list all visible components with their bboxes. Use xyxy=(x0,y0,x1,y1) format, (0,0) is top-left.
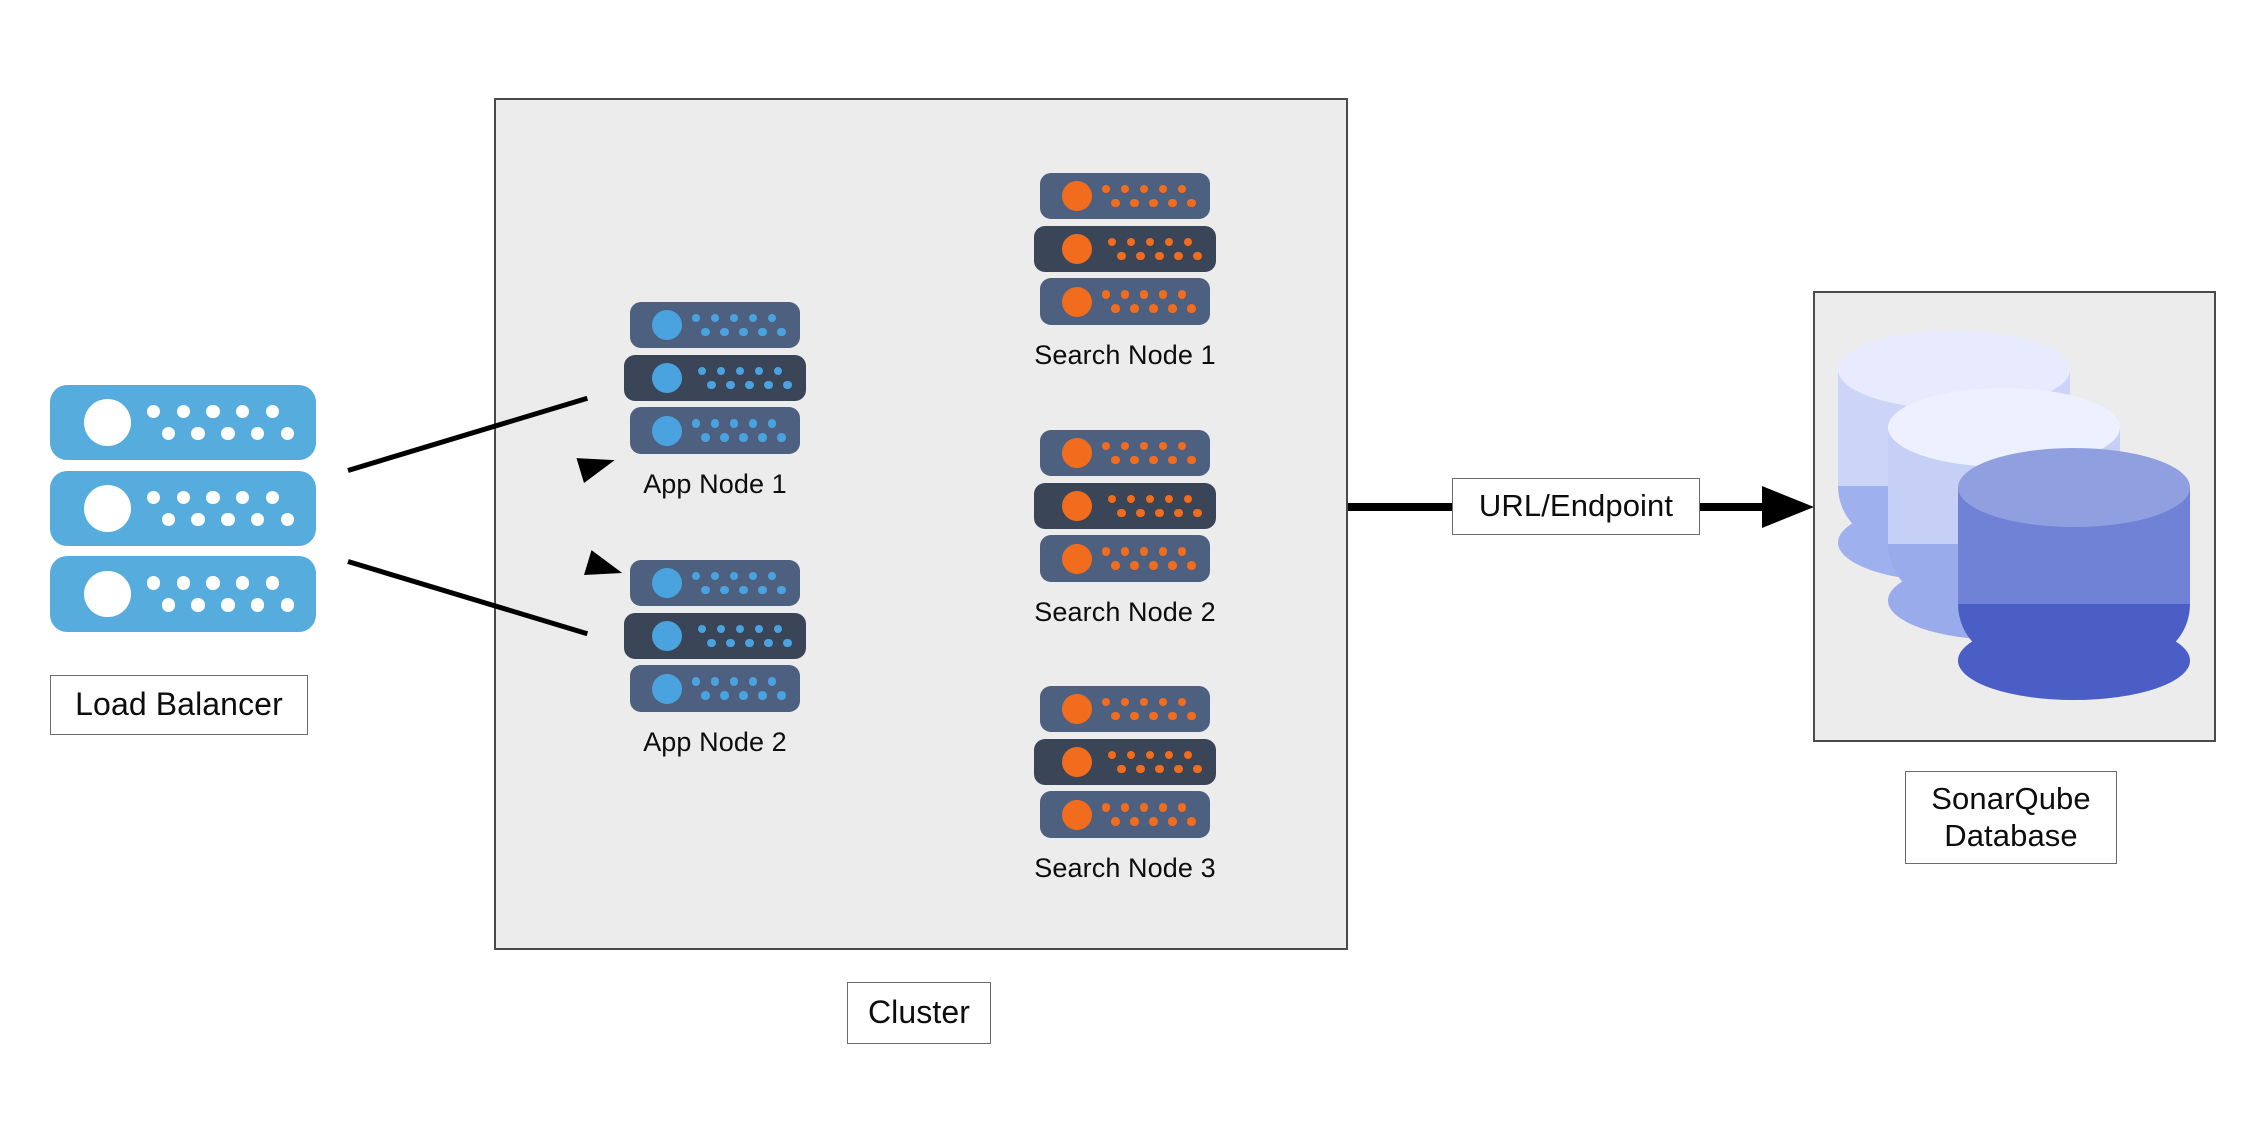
server-slice xyxy=(1040,535,1210,582)
server-slice xyxy=(1034,482,1216,529)
server-slice xyxy=(50,385,316,461)
app-node-2-label: App Node 2 xyxy=(643,727,787,757)
server-status-led-icon xyxy=(1062,438,1092,469)
database-cylinders-icon[interactable] xyxy=(1838,320,2198,720)
server-status-led-icon xyxy=(652,362,682,393)
server-status-led-icon xyxy=(84,570,132,618)
server-slice xyxy=(50,470,316,547)
server-status-led-icon xyxy=(652,673,682,704)
server-slice xyxy=(1040,173,1210,220)
server-status-led-icon xyxy=(1062,543,1092,574)
server-slice xyxy=(630,665,800,712)
search-node-3-label: Search Node 3 xyxy=(1034,853,1216,883)
app-node-2-icon[interactable] xyxy=(624,560,806,718)
url-endpoint-label[interactable]: URL/Endpoint xyxy=(1452,478,1700,535)
database-cylinder-front xyxy=(1958,448,2190,700)
search-node-2-icon[interactable] xyxy=(1034,430,1216,588)
cluster-label[interactable]: Cluster xyxy=(847,982,991,1044)
server-slice xyxy=(1040,278,1210,325)
server-slice xyxy=(1040,791,1210,838)
server-slice xyxy=(1034,738,1216,785)
server-status-led-icon xyxy=(1062,181,1092,212)
server-slice xyxy=(624,354,806,401)
server-status-led-icon xyxy=(652,415,682,446)
server-status-led-icon xyxy=(1062,799,1092,830)
server-status-led-icon xyxy=(1062,286,1092,317)
database-label[interactable]: SonarQube Database xyxy=(1905,771,2117,864)
server-status-led-icon xyxy=(652,620,682,651)
load-balancer-label[interactable]: Load Balancer xyxy=(50,675,308,735)
server-status-led-icon xyxy=(652,568,682,599)
app-node-1-label: App Node 1 xyxy=(643,469,787,499)
load-balancer-icon[interactable] xyxy=(50,385,316,642)
server-slice xyxy=(630,560,800,607)
server-slice xyxy=(630,302,800,349)
search-node-1-icon[interactable] xyxy=(1034,173,1216,331)
server-slice xyxy=(630,407,800,454)
app-node-1-icon[interactable] xyxy=(624,302,806,460)
server-status-led-icon xyxy=(1062,746,1092,777)
server-status-led-icon xyxy=(652,310,682,341)
server-slice xyxy=(1040,430,1210,477)
edge-cluster-to-database-line-right xyxy=(1697,503,1772,511)
server-slice xyxy=(50,556,316,632)
cylinder-top-ellipse xyxy=(1958,448,2190,527)
search-node-1-label: Search Node 1 xyxy=(1034,340,1216,370)
server-slice xyxy=(1034,225,1216,272)
server-slice xyxy=(1040,686,1210,733)
server-status-led-icon xyxy=(1062,694,1092,725)
server-status-led-icon xyxy=(84,399,132,447)
edge-cluster-to-database-line-left xyxy=(1348,503,1453,511)
server-status-led-icon xyxy=(1062,490,1092,521)
server-status-led-icon xyxy=(1062,233,1092,264)
server-slice xyxy=(624,612,806,659)
search-node-3-icon[interactable] xyxy=(1034,686,1216,844)
server-status-led-icon xyxy=(84,484,132,532)
edge-cluster-to-database-arrowhead xyxy=(1762,486,1814,528)
search-node-2-label: Search Node 2 xyxy=(1034,597,1216,627)
cluster-container[interactable] xyxy=(494,98,1348,950)
